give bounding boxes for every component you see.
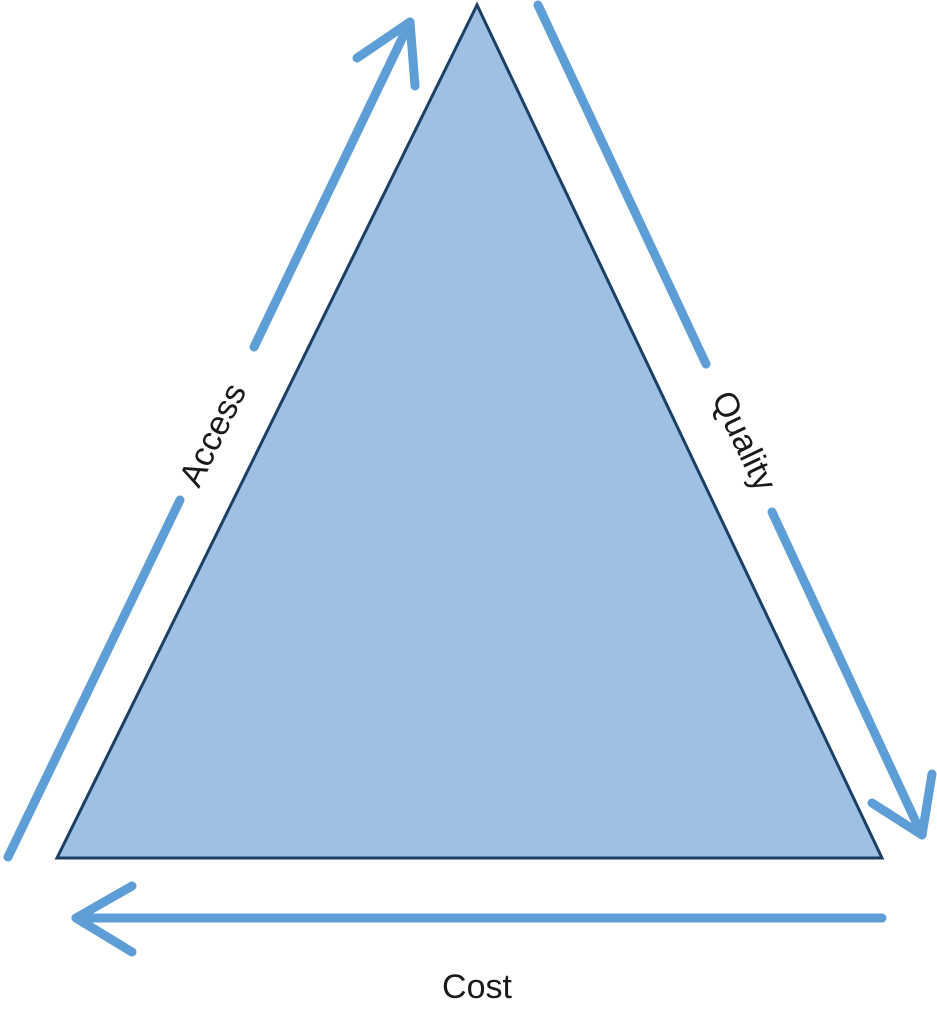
cost-arrow bbox=[71, 881, 887, 957]
quality-arrow-head bbox=[867, 769, 937, 840]
quality-arrow bbox=[533, 0, 937, 840]
quality-arrow-upper-shaft bbox=[533, 0, 711, 369]
access-arrow-upper-shaft bbox=[249, 17, 415, 352]
cost-label: Cost bbox=[442, 968, 512, 1006]
cost-arrow-head bbox=[71, 881, 137, 957]
access-arrow-head bbox=[352, 17, 420, 91]
quality-arrow-lower-shaft bbox=[767, 507, 927, 840]
central-triangle bbox=[54, 1, 885, 860]
quality-label: Quality bbox=[704, 385, 784, 497]
access-arrow bbox=[3, 17, 420, 862]
access-arrow-lower-shaft bbox=[3, 495, 185, 862]
access-label: Access bbox=[172, 377, 254, 492]
